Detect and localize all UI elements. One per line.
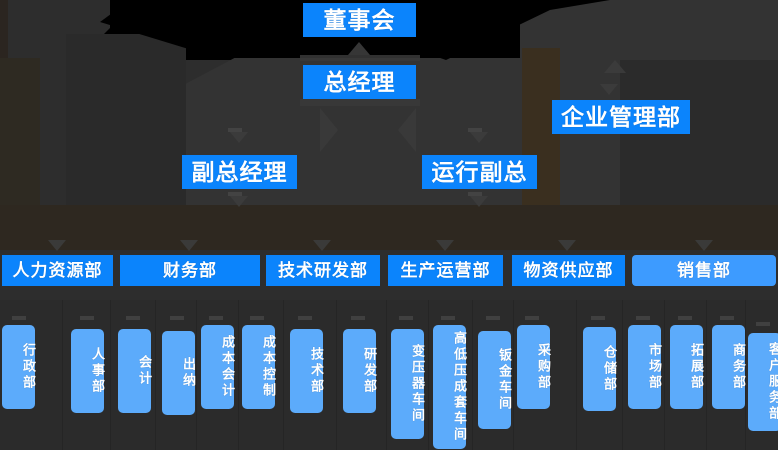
connector-tick-unit — [591, 316, 605, 320]
org-node-u2[interactable]: 人事部 — [71, 329, 105, 413]
connector-tick-unit — [636, 316, 650, 320]
connector-tick — [468, 128, 482, 132]
org-node-n4[interactable]: 副总经理 — [182, 155, 297, 189]
column-separator — [238, 300, 239, 450]
org-node-n3[interactable]: 企业管理部 — [552, 100, 690, 134]
connector-arrow-vp-left — [230, 132, 248, 143]
connector-arrow-board-gm — [348, 42, 370, 55]
column-separator — [664, 300, 665, 450]
column-separator — [472, 300, 473, 450]
column-separator — [386, 300, 387, 450]
org-node-u1[interactable]: 行政部 — [2, 325, 36, 409]
org-node-u12[interactable]: 采购部 — [517, 325, 551, 409]
org-node-u9[interactable]: 变压器车间 — [391, 329, 425, 439]
connector-arrow-vp-down-left — [230, 196, 248, 207]
org-node-u17[interactable]: 客户服务部 — [748, 333, 778, 431]
connector-bar-gm — [300, 99, 420, 106]
connector-arrow-dept — [313, 240, 331, 251]
connector-tick-unit — [250, 316, 264, 320]
connector-tick-unit — [756, 322, 770, 326]
connector-bar-board — [300, 55, 420, 61]
connector-tick-unit — [678, 316, 692, 320]
connector-tick-unit — [441, 316, 455, 320]
connector-tick-unit — [525, 316, 539, 320]
column-separator — [196, 300, 197, 450]
connector-tick-unit — [399, 316, 413, 320]
connector-chevron-left — [398, 108, 416, 152]
org-node-u15[interactable]: 拓展部 — [670, 325, 704, 409]
connector-arrow-dept — [48, 240, 66, 251]
column-separator — [622, 300, 623, 450]
column-separator — [110, 300, 111, 450]
column-separator — [336, 300, 337, 450]
org-node-d1[interactable]: 人力资源部 — [2, 255, 113, 286]
org-node-u7[interactable]: 技术部 — [290, 329, 324, 413]
org-node-u13[interactable]: 仓储部 — [583, 327, 617, 411]
connector-tick — [468, 192, 482, 196]
org-node-d2[interactable]: 财务部 — [120, 255, 260, 286]
connector-tick — [228, 128, 242, 132]
org-node-d4[interactable]: 生产运营部 — [388, 255, 503, 286]
org-node-d5[interactable]: 物资供应部 — [512, 255, 625, 286]
org-node-d3[interactable]: 技术研发部 — [266, 255, 380, 286]
column-separator — [155, 300, 156, 450]
connector-arrow-dept — [180, 240, 198, 251]
column-separator — [513, 300, 514, 450]
connector-tick-unit — [720, 316, 734, 320]
connector-arrow-vp-right — [470, 132, 488, 143]
connector-chevron-right — [320, 108, 338, 152]
connector-tick-unit — [351, 316, 365, 320]
org-node-d6[interactable]: 销售部 — [632, 255, 776, 286]
background-brown-strip — [0, 205, 778, 251]
org-node-u10[interactable]: 高低压成套车间 — [433, 325, 467, 449]
org-node-u3[interactable]: 会计 — [118, 329, 152, 413]
org-node-u8[interactable]: 研发部 — [343, 329, 377, 413]
org-node-n1[interactable]: 董事会 — [303, 3, 416, 37]
connector-arrow-dept — [695, 240, 713, 251]
connector-tick-unit — [486, 316, 500, 320]
org-node-u5[interactable]: 成本会计 — [201, 325, 235, 409]
org-node-n2[interactable]: 总经理 — [303, 65, 416, 99]
connector-tick-unit — [170, 316, 184, 320]
connector-tick-unit — [126, 316, 140, 320]
column-separator — [745, 300, 746, 450]
connector-arrow-mgmt-up — [604, 60, 626, 73]
org-node-u14[interactable]: 市场部 — [628, 325, 662, 409]
org-node-u11[interactable]: 钣金车间 — [478, 331, 512, 429]
connector-arrow-vp-down-right — [470, 196, 488, 207]
column-separator — [576, 300, 577, 450]
column-separator — [706, 300, 707, 450]
connector-tick-unit — [80, 316, 94, 320]
connector-arrow-dept — [558, 240, 576, 251]
connector-tick-unit — [209, 316, 223, 320]
org-node-u16[interactable]: 商务部 — [712, 325, 746, 409]
connector-arrow-dept — [436, 240, 454, 251]
connector-arrow-mgmt-dept — [600, 84, 618, 95]
column-separator — [428, 300, 429, 450]
connector-tick-unit — [298, 316, 312, 320]
connector-tick-unit — [12, 316, 26, 320]
org-node-u4[interactable]: 出纳 — [162, 331, 196, 415]
background-brown-left — [0, 58, 40, 208]
org-node-u6[interactable]: 成本控制 — [242, 325, 276, 409]
org-node-n5[interactable]: 运行副总 — [422, 155, 537, 189]
column-separator — [283, 300, 284, 450]
column-separator — [62, 300, 63, 450]
connector-tick — [228, 192, 242, 196]
